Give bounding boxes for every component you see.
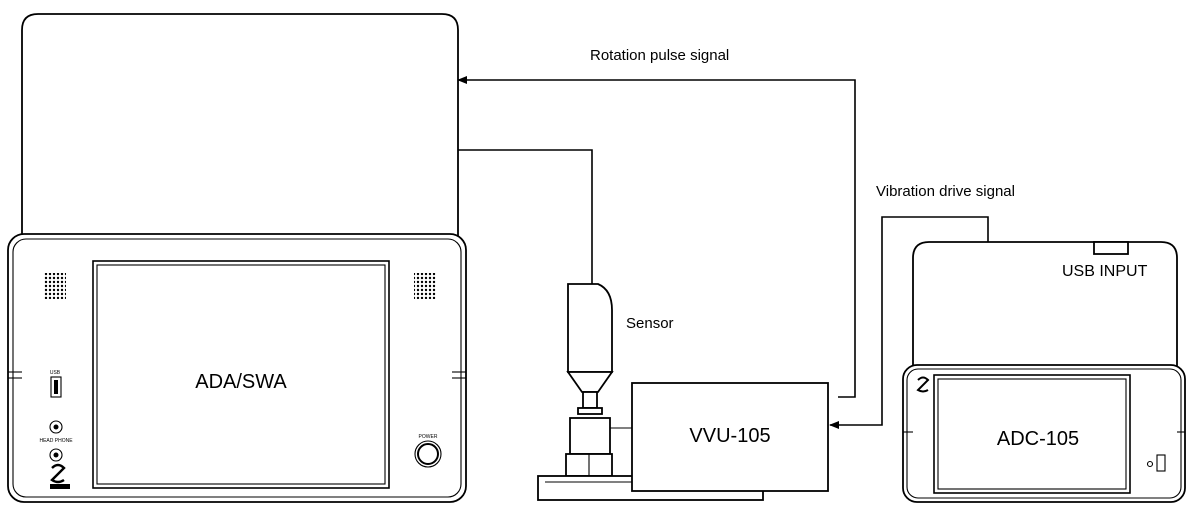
power-label: POWER bbox=[419, 434, 438, 440]
ada-swa-screen bbox=[92, 260, 390, 489]
rotation-pulse-signal-line bbox=[457, 76, 856, 398]
sensor bbox=[566, 283, 614, 415]
rotation-pulse-signal-label: Rotation pulse signal bbox=[590, 47, 729, 64]
ada-swa-device: ADA/SWA USB HEAD PHONE POWER bbox=[7, 13, 467, 503]
adc-105-device: USB INPUT ADC-105 bbox=[902, 241, 1186, 503]
adc-logo-icon bbox=[916, 376, 930, 393]
left-speaker-grille bbox=[44, 273, 66, 299]
adc-105-lid bbox=[912, 241, 1178, 370]
right-speaker-grille bbox=[414, 273, 436, 299]
usb-input-label: USB INPUT bbox=[1062, 263, 1148, 280]
usb-input-port bbox=[1093, 241, 1129, 255]
adc-105-screen bbox=[933, 374, 1131, 494]
sensor-label: Sensor bbox=[626, 315, 674, 332]
headphone-label: HEAD PHONE bbox=[39, 438, 73, 444]
vibration-drive-signal-line bbox=[829, 216, 989, 429]
vvu-105-device: VVU-105 bbox=[631, 382, 829, 492]
vibration-drive-signal-label: Vibration drive signal bbox=[876, 183, 1015, 200]
vvu-105-label: VVU-105 bbox=[689, 425, 770, 447]
headphone-jack bbox=[49, 420, 63, 434]
usb-port bbox=[50, 376, 62, 398]
ada-swa-label: ADA/SWA bbox=[195, 371, 287, 393]
headphone-jack-2 bbox=[49, 448, 63, 462]
adc-105-label: ADC-105 bbox=[997, 428, 1079, 450]
power-button bbox=[414, 440, 442, 468]
usb-port-label: USB bbox=[50, 370, 61, 376]
sensor-cable bbox=[458, 149, 593, 284]
ada-logo-icon bbox=[50, 463, 70, 489]
adc-power-switch bbox=[1146, 454, 1166, 472]
ada-swa-lid bbox=[21, 13, 459, 240]
